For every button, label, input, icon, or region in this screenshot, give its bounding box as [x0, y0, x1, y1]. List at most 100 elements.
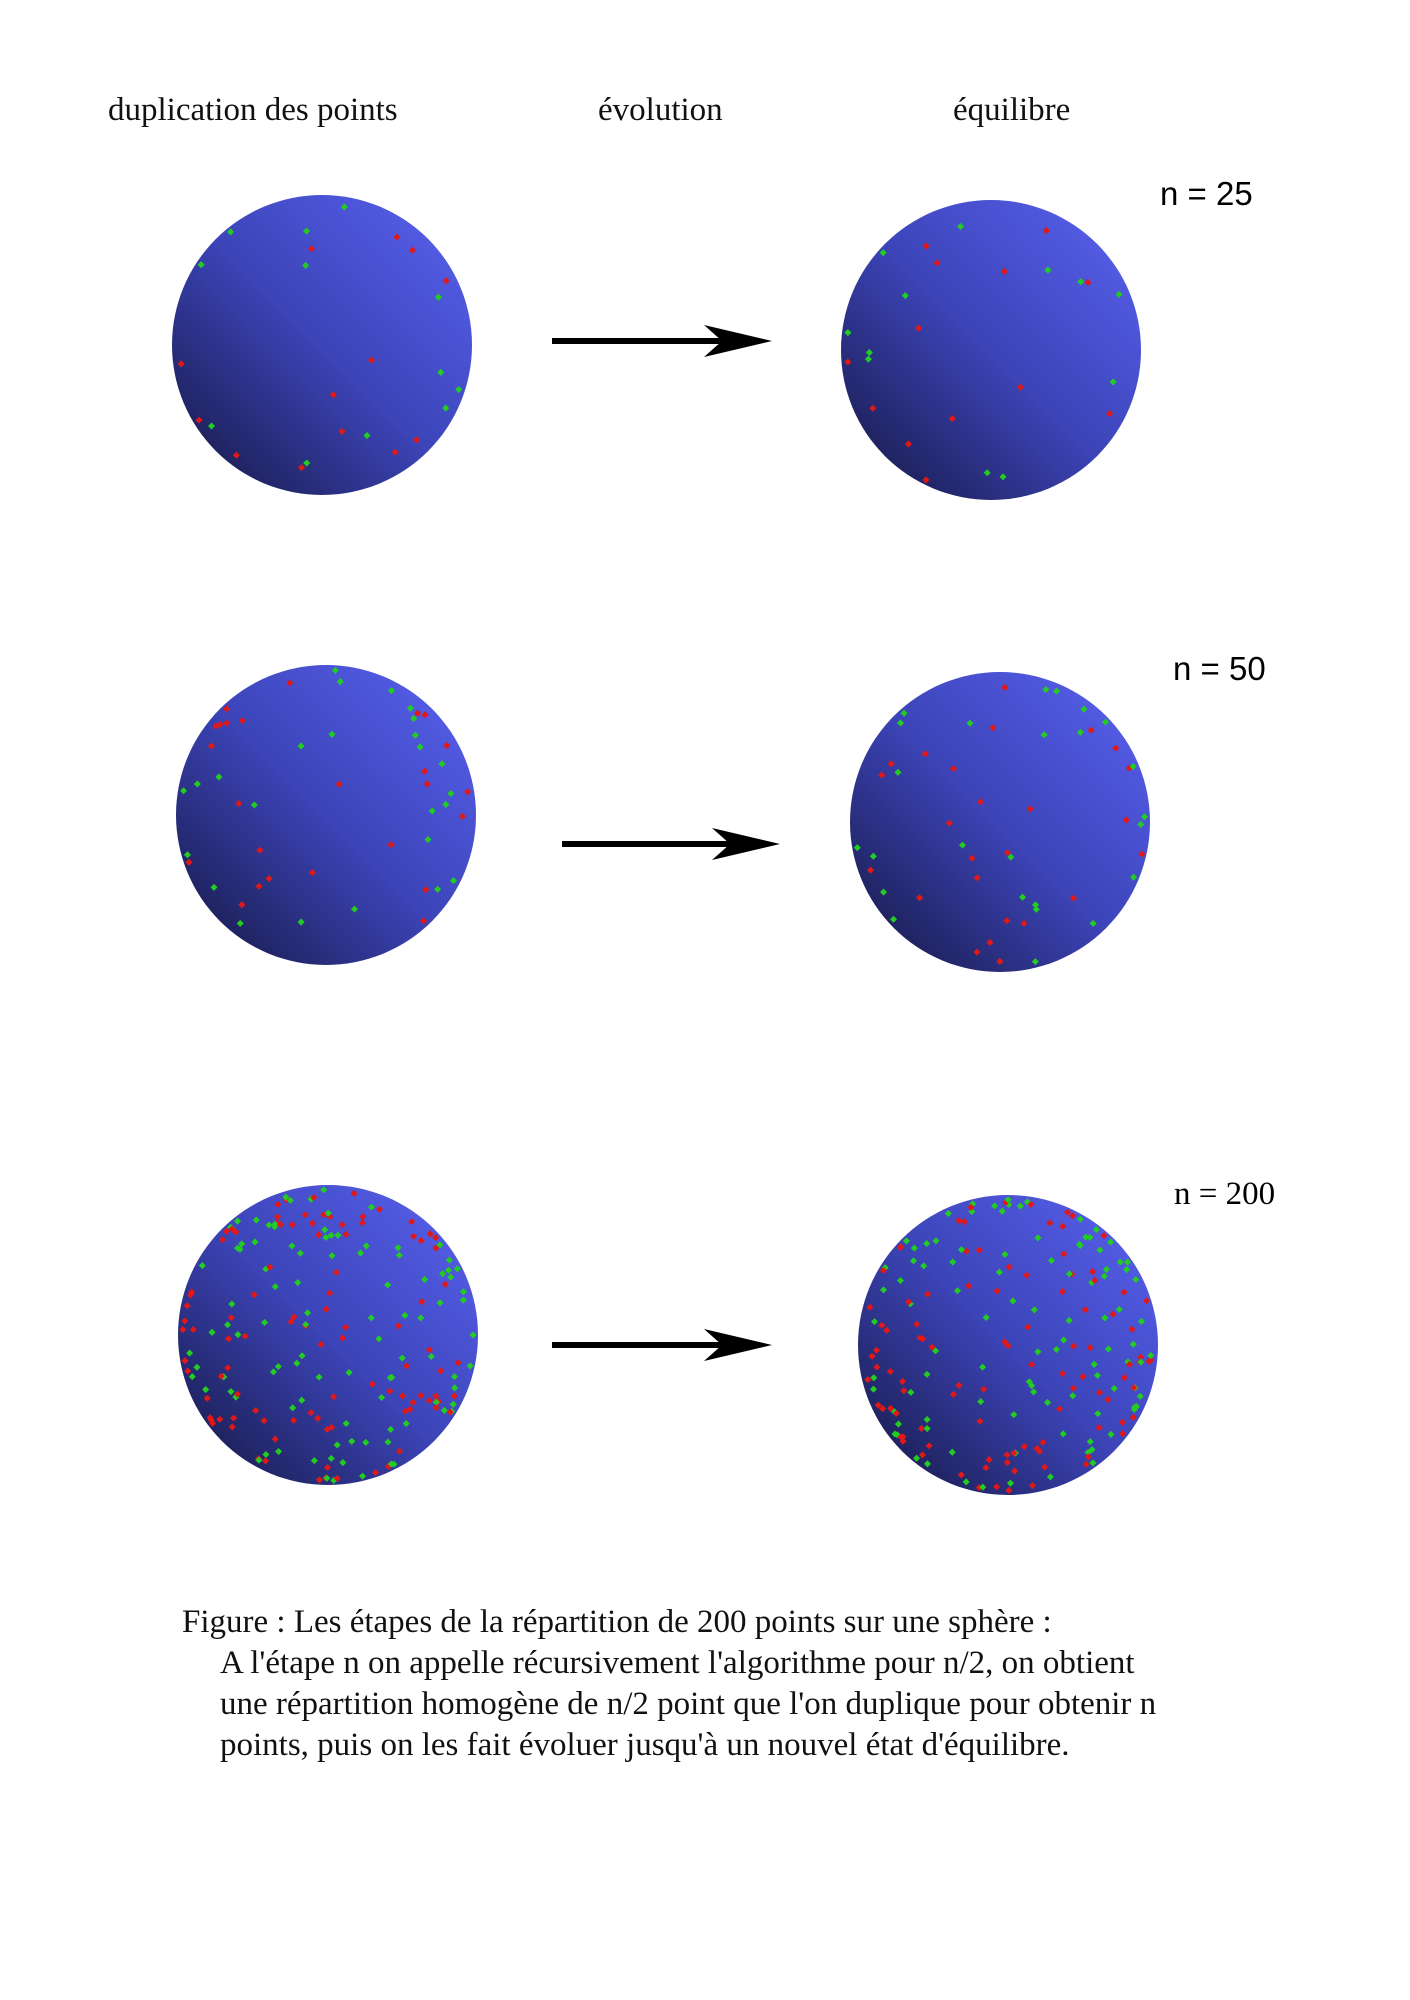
figure-caption: Figure : Les étapes de la répartition de…	[182, 1602, 1160, 1766]
point-green	[864, 355, 872, 363]
point-green	[902, 1237, 910, 1245]
point-red	[949, 765, 957, 773]
point-red	[330, 1393, 338, 1401]
sphere-body	[176, 665, 476, 965]
point-green	[999, 473, 1007, 481]
point-green	[387, 687, 396, 695]
header-equilibrium: équilibre	[953, 92, 1071, 128]
point-red	[288, 1221, 296, 1229]
point-green	[255, 1456, 263, 1464]
point-red	[986, 938, 994, 946]
point-red	[968, 854, 976, 862]
point-red	[301, 1211, 309, 1219]
point-green	[183, 851, 191, 859]
point-red	[913, 1320, 921, 1328]
point-red	[945, 819, 953, 827]
point-red	[417, 1237, 425, 1245]
point-red	[866, 866, 875, 874]
point-red	[195, 416, 203, 424]
point-red	[899, 1377, 907, 1385]
point-green	[210, 883, 218, 891]
point-red	[228, 1225, 236, 1233]
point-red	[207, 742, 216, 750]
point-red	[892, 1409, 900, 1417]
point-red	[228, 1423, 236, 1431]
point-green	[1006, 1479, 1015, 1487]
point-red	[185, 858, 193, 866]
point-red	[1005, 1263, 1013, 1271]
point-red	[844, 358, 852, 366]
point-red	[922, 242, 930, 250]
caption-title: Figure : Les étapes de la répartition de…	[182, 1604, 1052, 1640]
n-label-200: n = 200	[1174, 1176, 1276, 1212]
point-green	[894, 768, 902, 776]
point-green	[844, 329, 852, 337]
point-green	[336, 678, 344, 686]
point-green	[966, 719, 974, 727]
point-red	[868, 1352, 876, 1360]
point-green	[436, 1241, 444, 1249]
point-red	[1016, 383, 1024, 391]
point-green	[424, 835, 432, 844]
point-red	[256, 846, 264, 854]
point-red	[464, 788, 472, 796]
point-green	[948, 1448, 956, 1456]
point-green	[363, 432, 371, 440]
arrow-evolution	[562, 828, 780, 860]
point-red	[183, 1302, 191, 1310]
point-green	[208, 422, 216, 430]
point-green	[348, 1437, 356, 1445]
point-red	[874, 1401, 882, 1409]
point-green	[913, 1454, 921, 1462]
point-red	[307, 1409, 315, 1417]
point-green	[402, 1420, 410, 1428]
point-green	[459, 1288, 467, 1296]
point-green	[453, 1265, 461, 1273]
point-red	[212, 722, 220, 730]
point-red	[371, 1468, 380, 1477]
point-green	[302, 261, 310, 269]
point-red	[905, 1298, 913, 1306]
point-green	[437, 368, 445, 376]
point-green	[334, 1231, 342, 1239]
point-red	[423, 780, 431, 788]
point-red	[1011, 1467, 1019, 1475]
point-green	[208, 1328, 216, 1336]
point-red	[967, 1203, 975, 1211]
header-duplication: duplication des points	[108, 92, 398, 128]
point-red	[421, 711, 429, 719]
point-green	[227, 228, 235, 236]
row-n200	[178, 1185, 1158, 1495]
point-green	[438, 760, 446, 768]
point-green	[983, 469, 991, 477]
caption-body: A l'étape n on appelle récursivement l'a…	[220, 1645, 1157, 1763]
point-red	[223, 719, 231, 727]
point-red	[335, 780, 343, 788]
point-red	[308, 1219, 316, 1227]
point-red	[1000, 267, 1008, 275]
point-green	[434, 885, 442, 893]
point-green	[262, 1450, 270, 1459]
sphere-equilibrium-n200	[858, 1195, 1158, 1495]
point-green	[923, 1424, 931, 1433]
sphere-body	[841, 200, 1141, 500]
point-red	[437, 1367, 445, 1375]
point-green	[923, 1415, 931, 1424]
point-red	[408, 246, 417, 254]
point-red	[973, 948, 981, 956]
point-red	[1003, 1451, 1011, 1459]
point-red	[1003, 1458, 1011, 1467]
point-green	[298, 1396, 306, 1404]
point-green	[388, 1373, 396, 1381]
point-red	[918, 1451, 927, 1459]
point-red	[422, 886, 430, 894]
point-red	[408, 1218, 416, 1226]
point-green	[328, 730, 336, 738]
point-green	[294, 1278, 302, 1287]
point-red	[904, 440, 912, 448]
point-red	[899, 1433, 907, 1441]
point-green	[193, 1363, 201, 1371]
point-red	[973, 874, 981, 882]
point-green	[275, 1447, 283, 1456]
point-green	[991, 1202, 999, 1210]
